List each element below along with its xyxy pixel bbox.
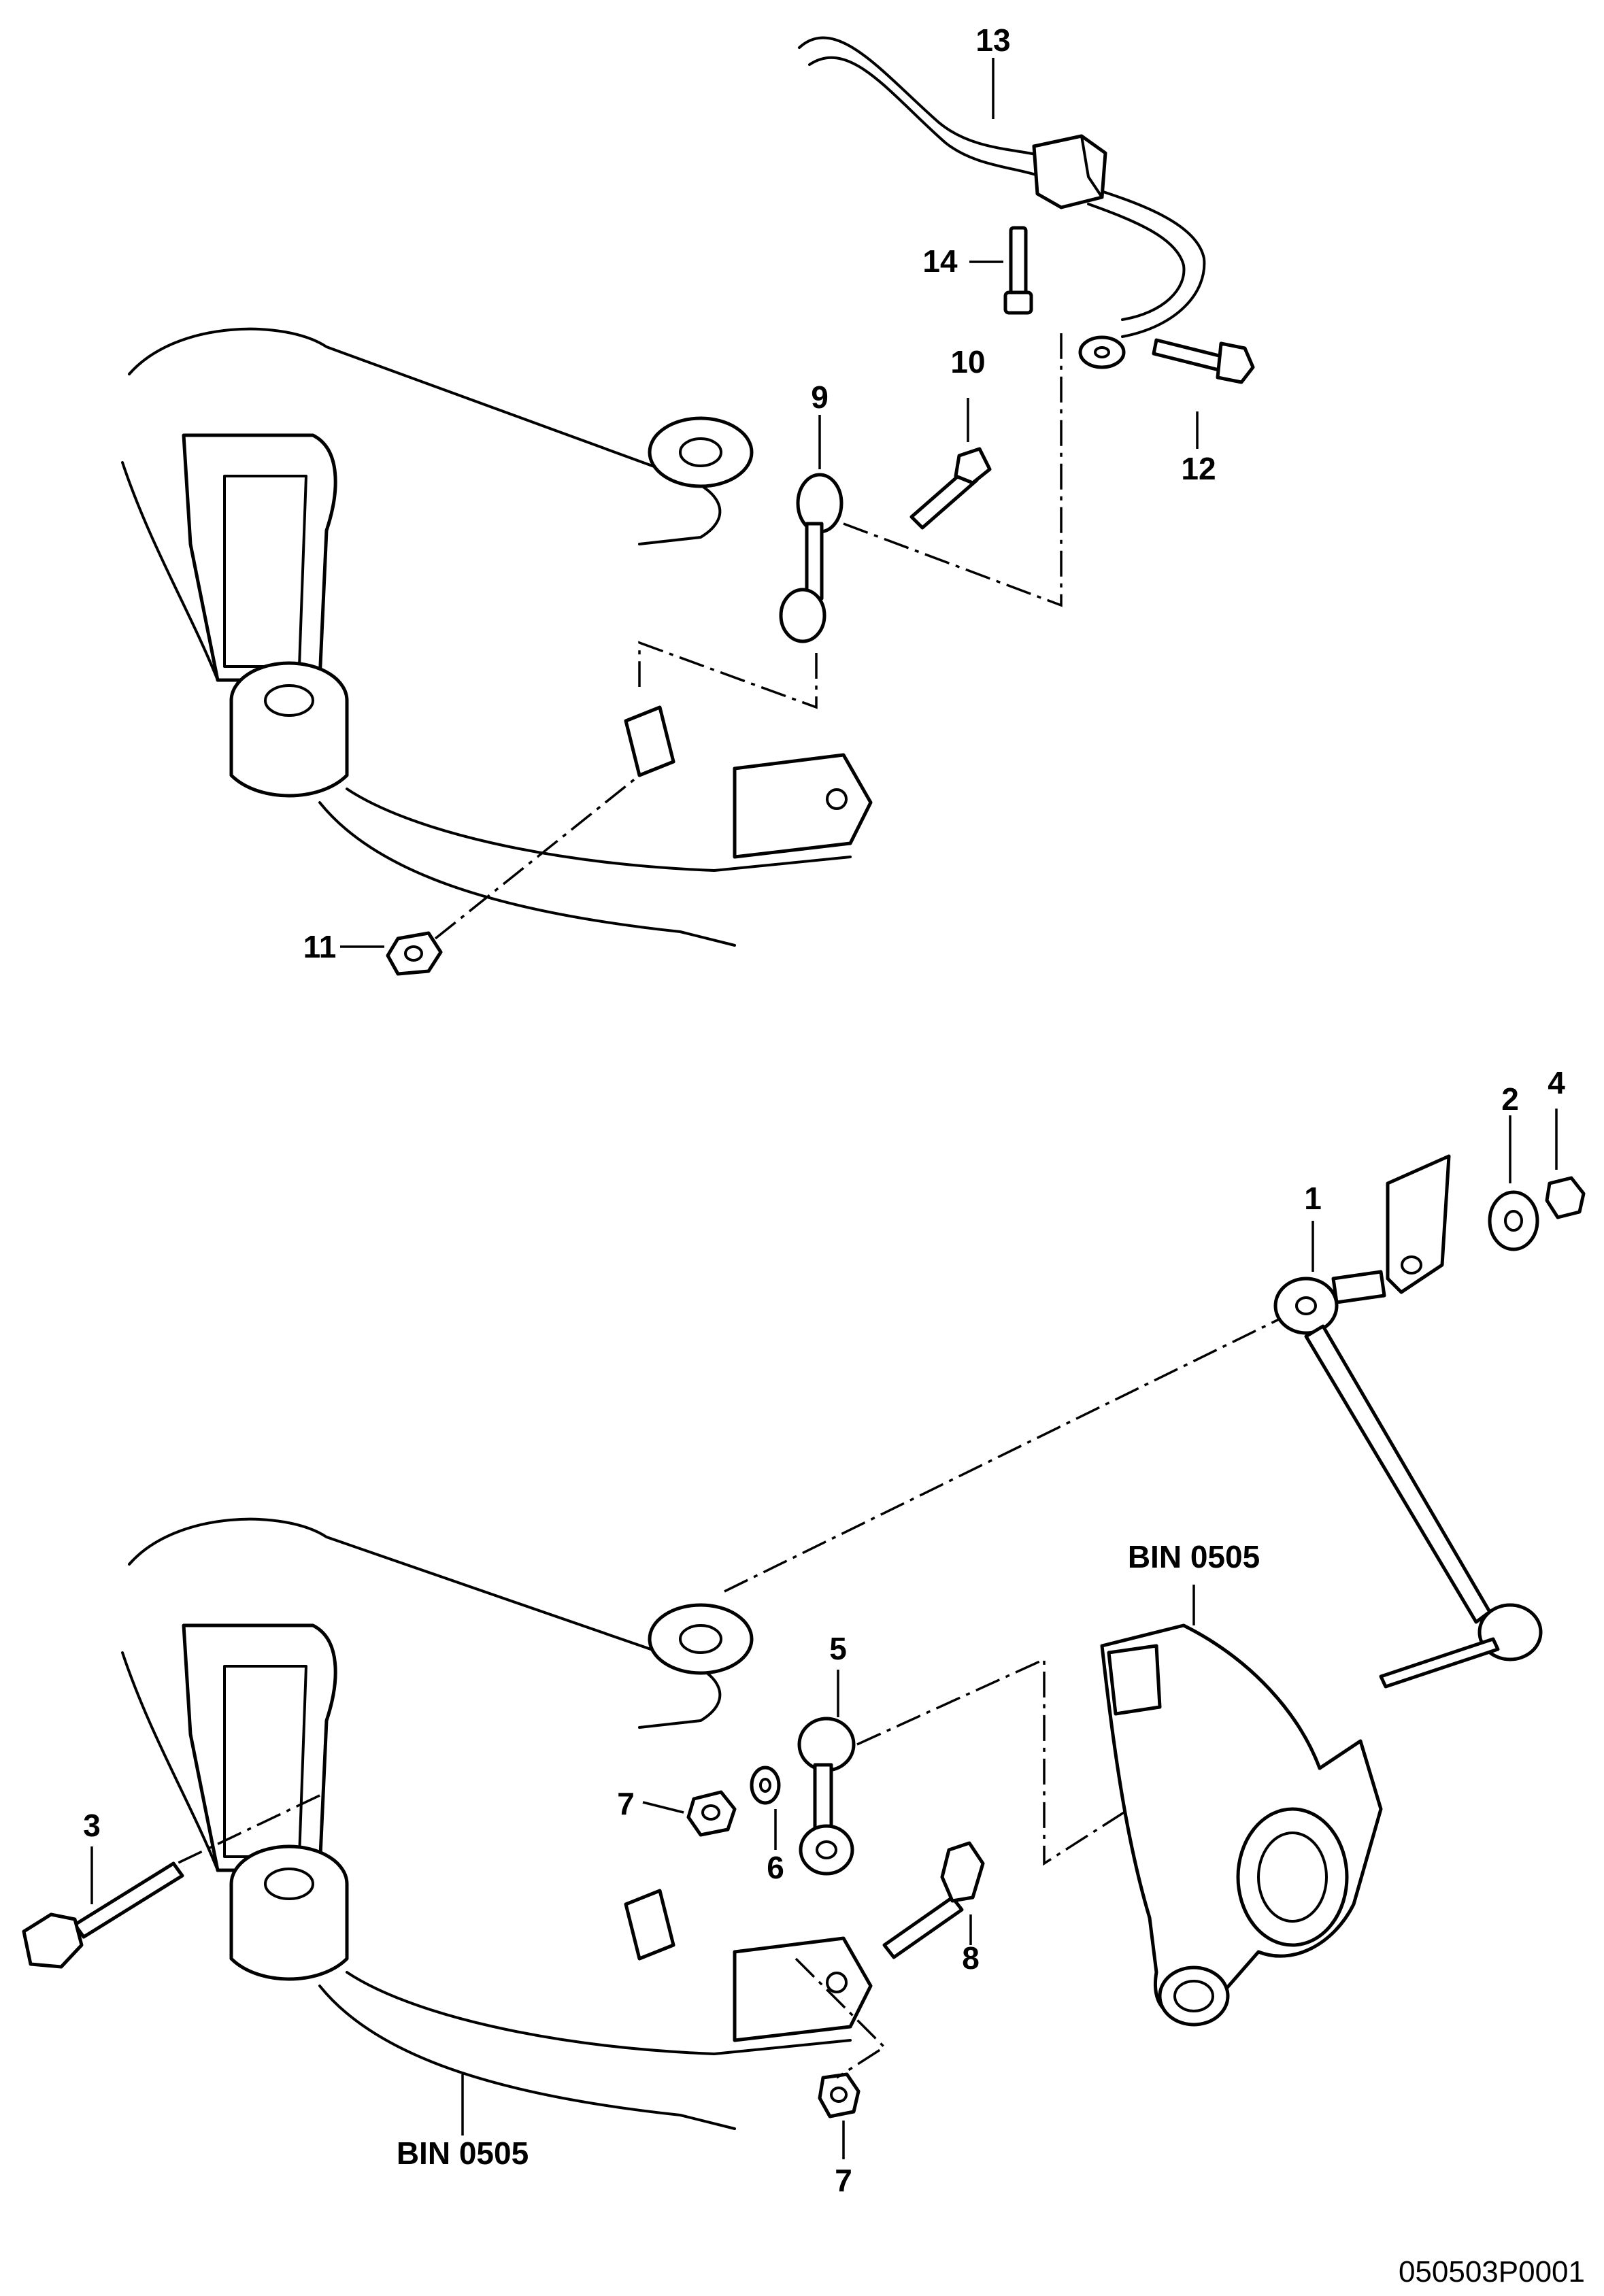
nut-11 (386, 931, 443, 976)
callout-5: 5 (829, 1631, 847, 1666)
steering-knuckle (1100, 1623, 1383, 2027)
callout-3: 3 (83, 1808, 101, 1843)
subframe-bottom (121, 1517, 873, 2130)
bolt-14 (1003, 226, 1033, 315)
washer-2 (1488, 1190, 1539, 1251)
callout-labels: 13 14 10 9 12 11 1 2 4 BIN 0505 5 7 6 3 … (83, 22, 1565, 2198)
callout-13: 13 (975, 22, 1010, 58)
callout-8: 8 (962, 1940, 980, 1976)
bottom-assembly (22, 1154, 1586, 2130)
nut-4 (1545, 1176, 1586, 1219)
nut-7-lower (818, 2072, 861, 2118)
washer-6 (750, 1766, 781, 1805)
bolt-3 (22, 1861, 184, 1969)
stabilizer-bar (798, 36, 1206, 369)
stabilizer-link-1 (1273, 1270, 1543, 1661)
nut-7-upper (686, 1790, 737, 1837)
callout-9: 9 (811, 379, 829, 415)
callout-7-upper: 7 (617, 1786, 635, 1821)
bolt-10 (909, 447, 992, 530)
callout-6: 6 (767, 1850, 784, 1885)
mount-bracket (1386, 1154, 1451, 1294)
bolt-12 (1152, 338, 1255, 384)
callout-4: 4 (1548, 1065, 1565, 1100)
callout-10: 10 (950, 344, 985, 379)
bin-ref-knuckle: BIN 0505 (1128, 1539, 1260, 1574)
callout-11: 11 (303, 929, 337, 964)
subframe-top (121, 327, 873, 947)
callout-1: 1 (1304, 1181, 1322, 1216)
leader-lines (90, 58, 1558, 2159)
callout-12: 12 (1181, 451, 1216, 486)
top-assembly (121, 36, 1255, 976)
bolt-8 (882, 1841, 985, 1959)
coupling-rod-5 (797, 1717, 856, 1876)
callout-2: 2 (1501, 1081, 1519, 1117)
bin-ref-arm: BIN 0505 (397, 2135, 529, 2171)
callout-14: 14 (922, 243, 958, 279)
coupling-rod-9 (779, 473, 843, 643)
callout-7-lower: 7 (835, 2163, 852, 2198)
image-reference-code: 050503P0001 (1399, 2255, 1585, 2289)
